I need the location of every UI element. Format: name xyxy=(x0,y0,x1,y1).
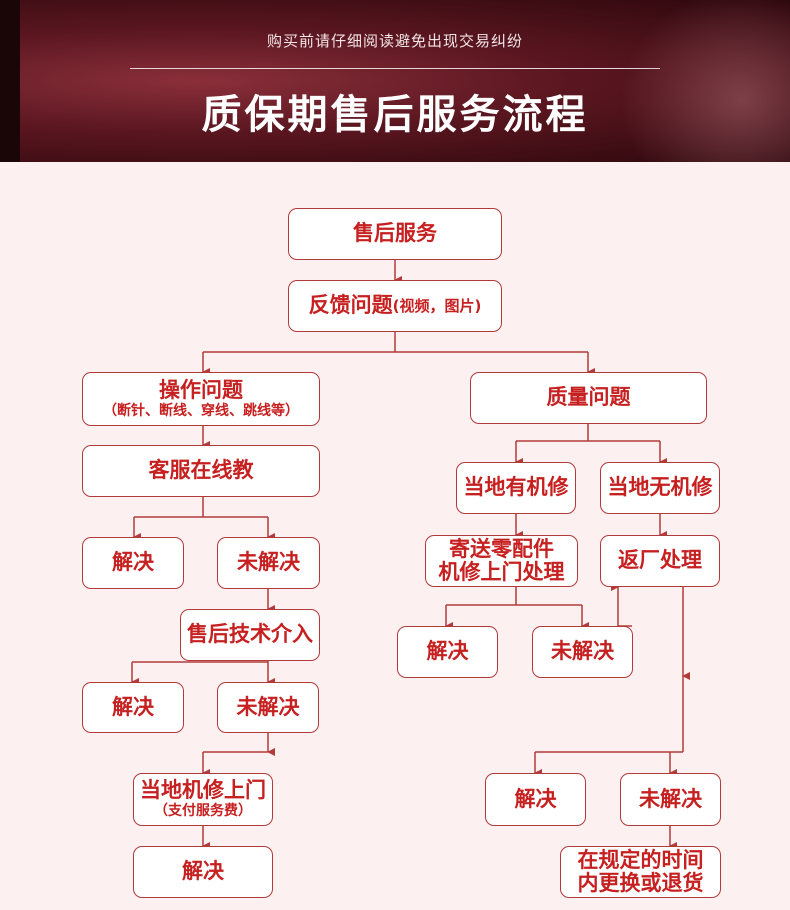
node-right-solved: 解决 xyxy=(485,773,586,826)
node-has-repair: 当地有机修 xyxy=(456,462,576,514)
node-operation: 操作问题 （断针、断线、穿线、跳线等） xyxy=(82,372,320,426)
node-service: 售后服务 xyxy=(288,208,502,260)
page-title: 质保期售后服务流程 xyxy=(201,92,589,138)
node-parts: 寄送零配件 机修上门处理 xyxy=(425,535,578,587)
node-local-repair: 当地机修上门 （支付服务费） xyxy=(133,773,273,826)
header-banner: 购买前请仔细阅读避免出现交易纠纷 质保期售后服务流程 xyxy=(0,0,790,162)
node-quality: 质量问题 xyxy=(470,372,707,424)
node-replace: 在规定的时间 内更换或退货 xyxy=(560,846,721,898)
node-left-solved-3: 解决 xyxy=(133,846,273,898)
node-mid-solved: 解决 xyxy=(397,626,498,678)
node-right-unsolved: 未解决 xyxy=(620,773,721,826)
node-feedback: 反馈问题(视频，图片) xyxy=(288,280,502,332)
node-online: 客服在线教 xyxy=(82,445,320,497)
node-left-unsolved-1: 未解决 xyxy=(217,537,320,589)
header-divider xyxy=(130,68,660,69)
node-no-repair: 当地无机修 xyxy=(600,462,720,514)
node-mid-unsolved: 未解决 xyxy=(532,626,633,678)
node-left-unsolved-2: 未解决 xyxy=(217,682,319,733)
header-subtitle: 购买前请仔细阅读避免出现交易纠纷 xyxy=(266,32,523,50)
node-tech: 售后技术介入 xyxy=(180,609,320,661)
node-return: 返厂处理 xyxy=(600,535,720,587)
node-left-solved-1: 解决 xyxy=(82,537,184,589)
node-left-solved-2: 解决 xyxy=(82,682,184,733)
